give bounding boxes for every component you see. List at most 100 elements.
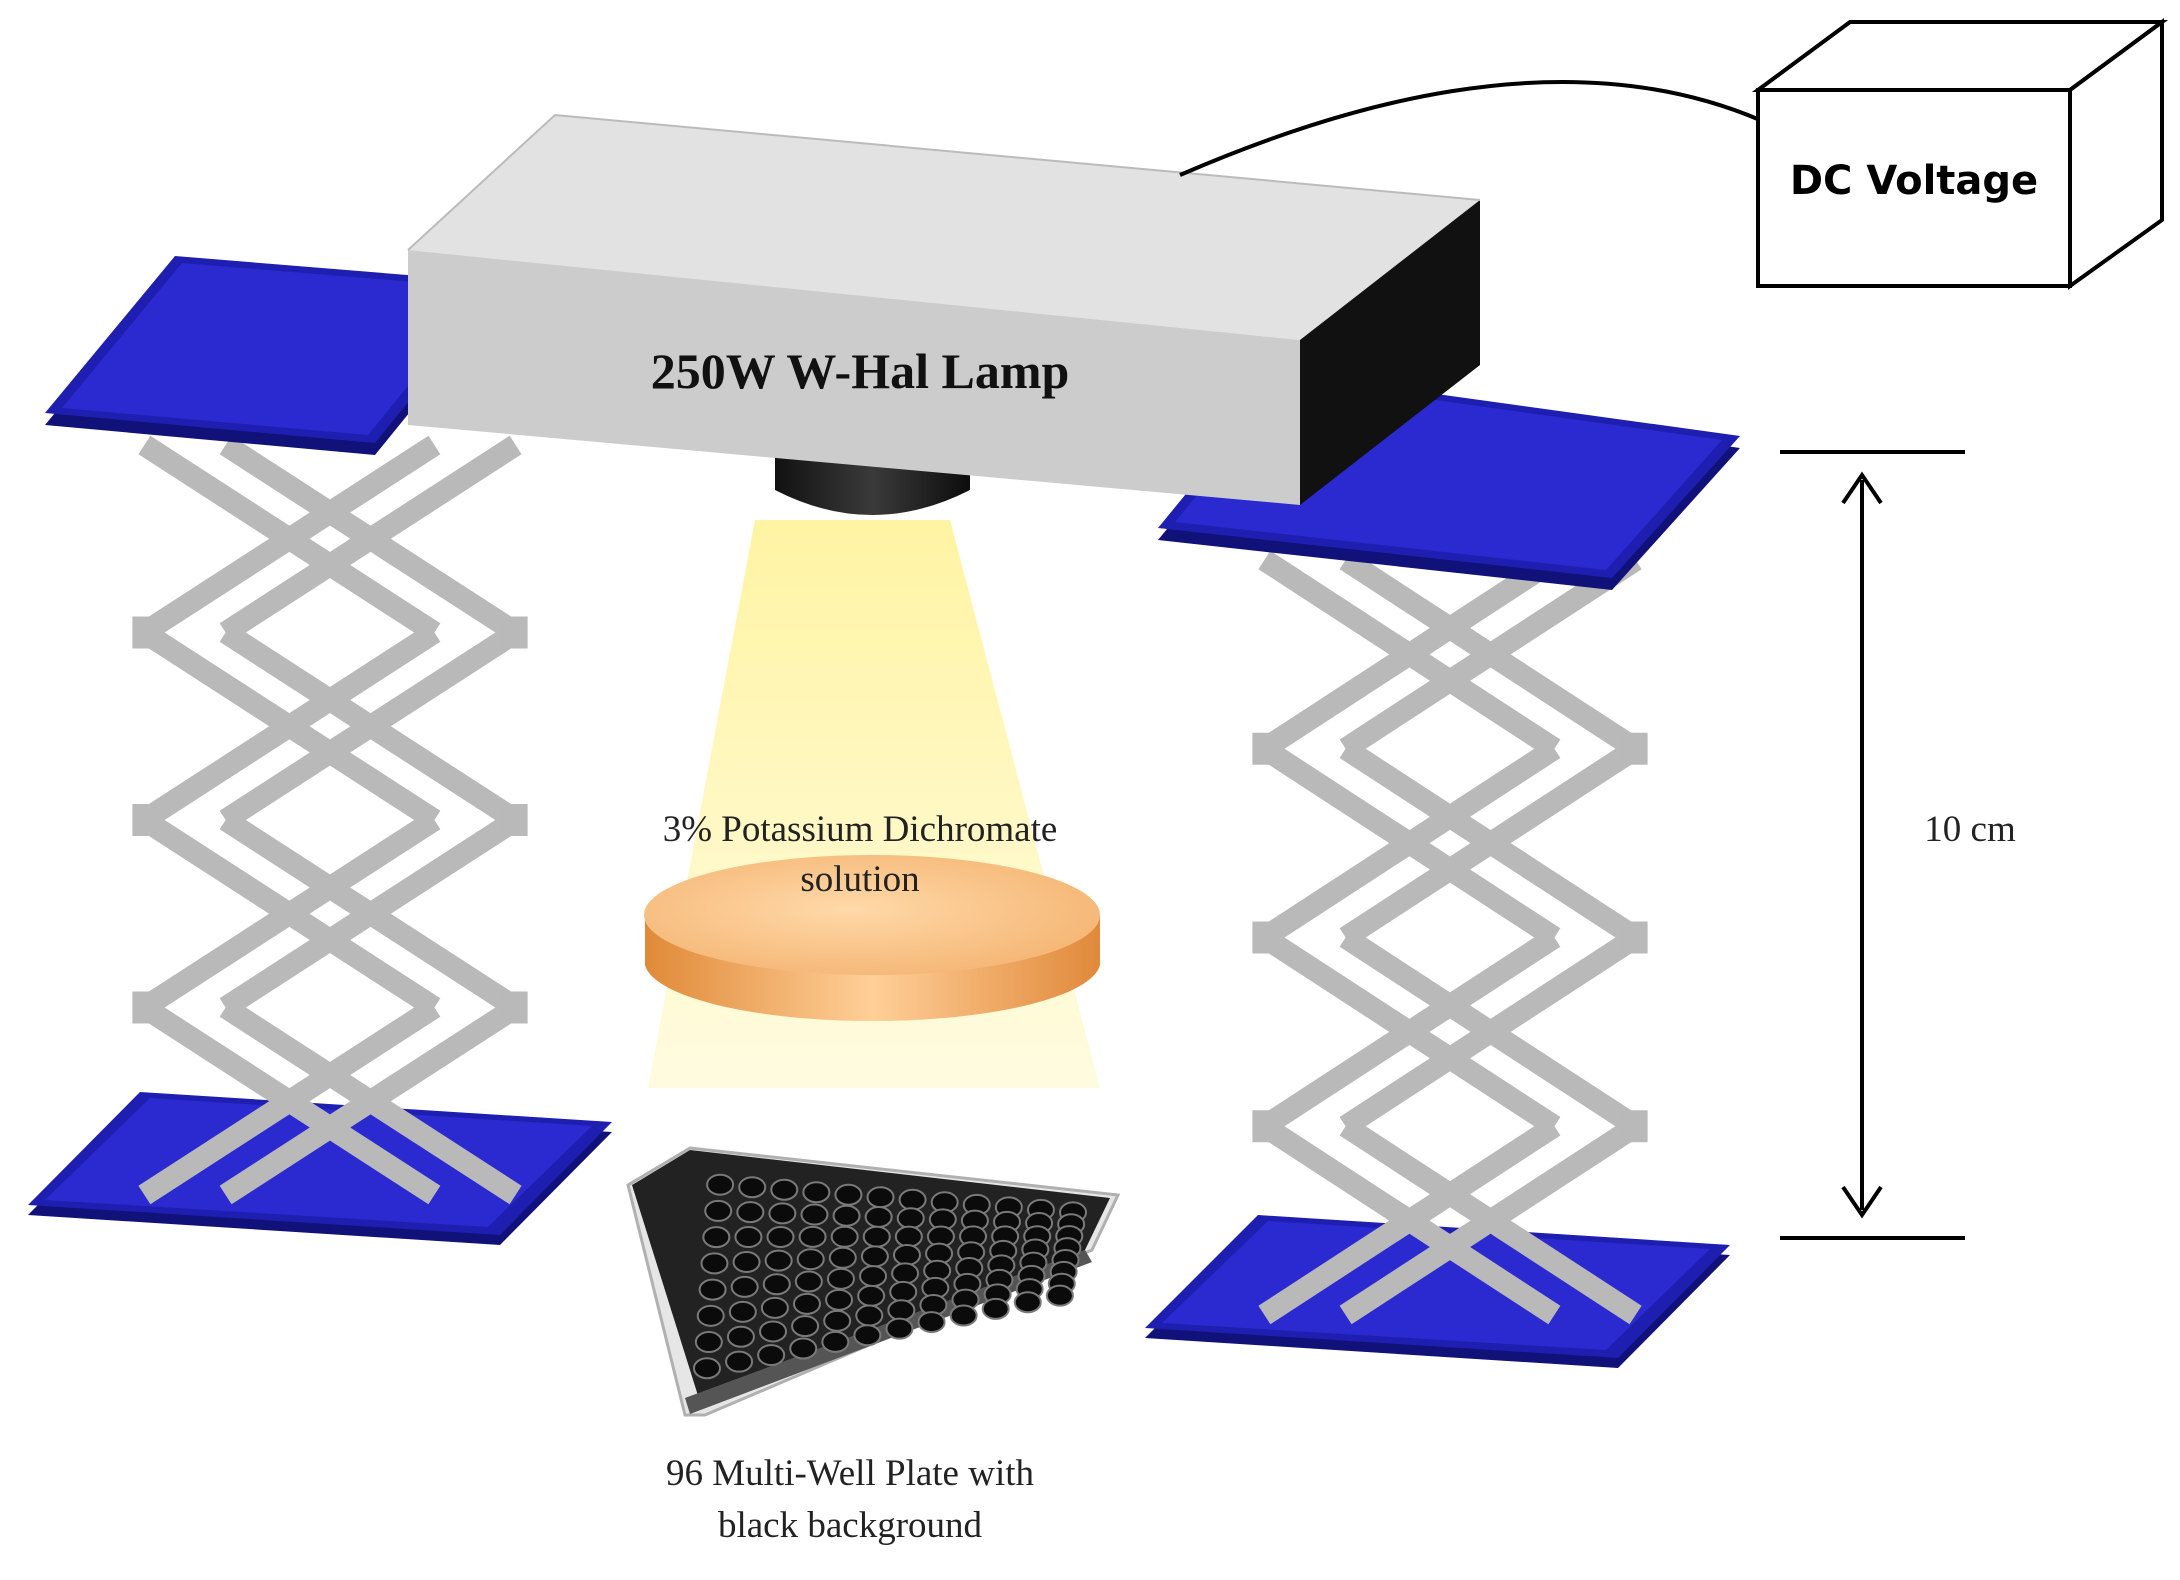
plate-well: [885, 1317, 914, 1340]
scissor-joint: [1252, 1110, 1277, 1143]
scissor-arm: [138, 998, 441, 1205]
plate-well: [1045, 1284, 1074, 1307]
plate-well: [757, 1344, 786, 1367]
scissor-arm: [138, 623, 441, 830]
plate-well: [704, 1199, 733, 1222]
plate-well: [798, 1225, 827, 1248]
plate-well: [832, 1204, 861, 1227]
plate-well: [698, 1278, 727, 1301]
scissor-arm: [219, 623, 522, 830]
plate-well: [732, 1250, 761, 1273]
plate-well: [696, 1304, 725, 1327]
plate-well: [734, 1226, 763, 1249]
scissor-arm: [1339, 739, 1642, 947]
plate-well: [692, 1357, 721, 1380]
power-cable: [1179, 79, 1761, 177]
scissor-arm: [1258, 739, 1561, 947]
plate-well: [738, 1176, 767, 1199]
plate-well: [702, 1226, 731, 1249]
plate-label: 96 Multi-Well Plate with black backgroun…: [560, 1448, 1140, 1552]
right-scissor-lift: [1145, 373, 1740, 1368]
plate-well: [766, 1225, 795, 1248]
right-scissor-mechanism: [1252, 550, 1648, 1325]
plate-well: [859, 1265, 888, 1288]
scissor-arm: [1258, 550, 1561, 758]
plate-well: [791, 1315, 820, 1338]
scissor-arm: [1339, 550, 1642, 758]
plate-well: [764, 1249, 793, 1272]
scissor-joint: [503, 804, 528, 836]
distance-indicator: [1780, 450, 1965, 1240]
plate-well: [891, 1262, 920, 1285]
filter-label-line-2: solution: [800, 859, 920, 900]
scissor-arm: [1339, 1117, 1642, 1325]
lamp-label: 250W W-Hal Lamp: [650, 343, 1070, 399]
halogen-lamp-housing: [407, 113, 1481, 505]
scissor-arm: [138, 810, 441, 1017]
scissor-arm: [219, 810, 522, 1017]
scissor-arm: [1258, 1117, 1561, 1325]
plate-well: [760, 1296, 789, 1319]
dc-power-supply-box: [1751, 18, 2169, 290]
plate-well: [917, 1311, 946, 1334]
scissor-arm: [219, 998, 522, 1205]
plate-well: [834, 1183, 863, 1206]
plate-well: [826, 1267, 855, 1290]
plate-label-line-2: black background: [717, 1505, 983, 1546]
plate-well: [768, 1202, 797, 1225]
plate-well: [898, 1188, 927, 1211]
plate-well: [892, 1244, 921, 1267]
scissor-joint: [132, 804, 157, 836]
plate-well: [800, 1203, 829, 1226]
plate-well: [706, 1173, 735, 1196]
scissor-joint: [1623, 1110, 1648, 1143]
plate-well: [736, 1201, 765, 1224]
scissor-arm: [1339, 928, 1642, 1136]
plate-well: [949, 1304, 978, 1327]
scissor-joint: [1252, 732, 1277, 765]
plate-well: [725, 1350, 754, 1373]
plate-well: [896, 1207, 925, 1230]
plate-well: [828, 1246, 857, 1269]
plate-well: [866, 1186, 895, 1209]
plate-well: [821, 1330, 850, 1353]
scissor-arm: [1258, 928, 1561, 1136]
scissor-joint: [1623, 732, 1648, 765]
plate-well: [981, 1297, 1010, 1320]
plate-well: [855, 1304, 884, 1327]
plate-well: [823, 1309, 852, 1332]
plate-well: [762, 1273, 791, 1296]
scissor-joint: [132, 991, 157, 1024]
scissor-arm: [219, 435, 522, 642]
plate-well: [862, 1225, 891, 1248]
plate-well: [789, 1337, 818, 1360]
plate-well: [792, 1292, 821, 1315]
right-bottom-stage-plate: [1145, 1215, 1730, 1368]
left-top-stage-plate: [45, 256, 505, 455]
plate-label-line-1: 96 Multi-Well Plate with: [665, 1453, 1034, 1494]
potassium-dichromate-filter: [644, 855, 1100, 1022]
filter-label-line-1: 3% Potassium Dichromate: [662, 809, 1058, 850]
plate-well: [853, 1324, 882, 1347]
scissor-arm: [138, 435, 441, 642]
plate-well: [830, 1225, 859, 1248]
plate-well: [802, 1181, 831, 1204]
plate-well: [887, 1299, 916, 1322]
left-scissor-mechanism: [132, 435, 528, 1205]
plate-well: [864, 1205, 893, 1228]
plate-well: [857, 1284, 886, 1307]
filter-label: 3% Potassium Dichromate solution: [570, 805, 1150, 905]
scissor-joint: [132, 616, 157, 649]
plate-well: [894, 1225, 923, 1248]
plate-well: [726, 1325, 755, 1348]
scissor-joint: [1252, 921, 1277, 954]
scissor-joint: [503, 616, 528, 649]
plate-well: [860, 1245, 889, 1268]
left-bottom-stage-plate: [28, 1092, 612, 1245]
scissor-joint: [503, 991, 528, 1024]
scissor-joint: [1623, 921, 1648, 954]
plate-well: [770, 1178, 799, 1201]
plate-well: [728, 1300, 757, 1323]
plate-well: [730, 1275, 759, 1298]
